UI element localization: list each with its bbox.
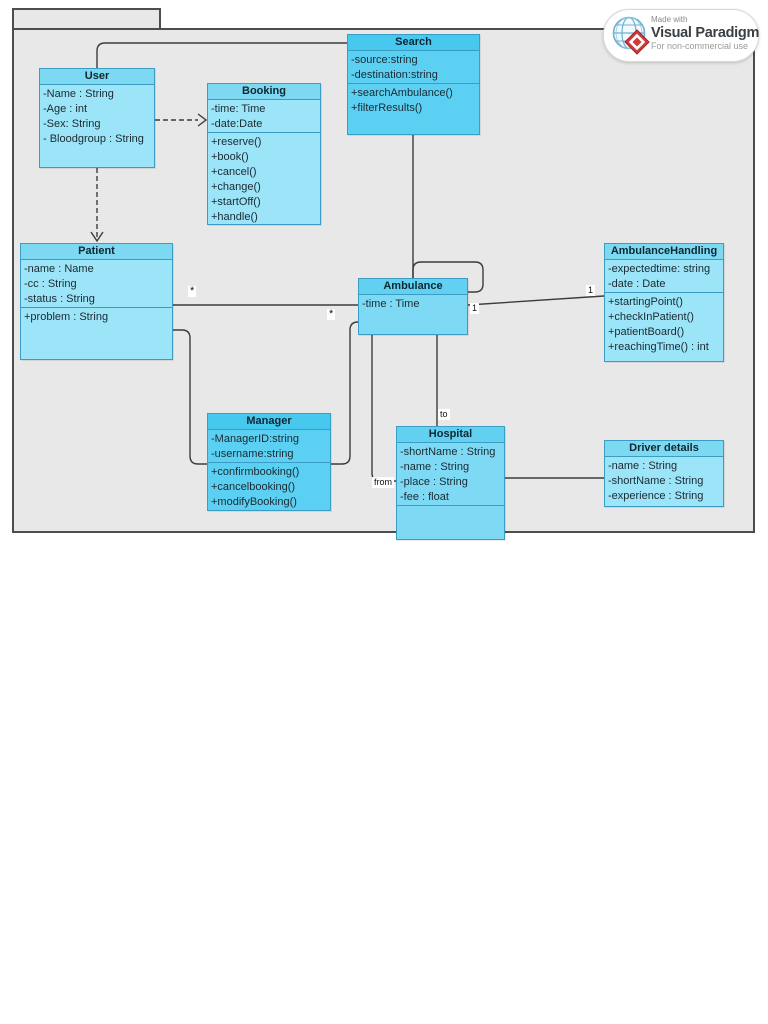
attribute: -cc : String	[24, 278, 77, 290]
badge-brand-text: Visual Paradigm	[651, 25, 760, 41]
attribute: -place : String	[400, 476, 468, 488]
attribute: -name : String	[400, 461, 470, 473]
attribute: -source:string	[351, 54, 418, 66]
attribute: -username:string	[211, 448, 294, 460]
attribute: -date : Date	[608, 278, 666, 290]
class-title: Hospital	[397, 427, 504, 443]
attribute: -time : Time	[362, 298, 420, 310]
attribute: -name : Name	[24, 263, 94, 275]
multiplicity-label-handling-one: 1	[586, 285, 596, 296]
visual-paradigm-badge[interactable]: Made with Visual Paradigm For non-commer…	[603, 9, 759, 62]
operation: +change()	[211, 181, 261, 193]
attribute: -destination:string	[351, 69, 438, 81]
class-title: AmbulanceHandling	[605, 244, 723, 260]
attributes-compartment: -time: Time -date:Date	[208, 100, 320, 133]
class-box-ambulance[interactable]: Ambulance -time : Time	[358, 278, 468, 335]
class-box-booking[interactable]: Booking -time: Time -date:Date +reserve(…	[207, 83, 321, 225]
attribute: -shortName : String	[400, 446, 496, 458]
operation: +modifyBooking()	[211, 496, 297, 508]
class-box-search[interactable]: Search -source:string -destination:strin…	[347, 34, 480, 135]
class-title: Manager	[208, 414, 330, 430]
class-title: Booking	[208, 84, 320, 100]
operations-compartment: +confirmbooking() +cancelbooking() +modi…	[208, 463, 330, 510]
operations-compartment: +searchAmbulance() +filterResults()	[348, 84, 479, 134]
connector-patient-manager[interactable]	[173, 329, 207, 465]
operation: +problem : String	[24, 311, 109, 323]
operations-compartment: +problem : String	[21, 308, 172, 359]
attributes-compartment: -shortName : String -name : String -plac…	[397, 443, 504, 506]
operation: +book()	[211, 151, 249, 163]
class-box-user[interactable]: User -Name : String -Age : int -Sex: Str…	[39, 68, 155, 168]
attribute: -time: Time	[211, 103, 266, 115]
operations-compartment: +reserve() +book() +cancel() +change() +…	[208, 133, 320, 224]
operation: +handle()	[211, 211, 258, 223]
attribute: -fee : float	[400, 491, 449, 503]
attribute: -status : String	[24, 293, 95, 305]
frame-tab	[12, 8, 161, 28]
operations-compartment: +startingPoint() +checkInPatient() +pati…	[605, 293, 723, 361]
connector-ambulance-handling[interactable]	[467, 295, 605, 306]
arrowhead-patient	[90, 231, 104, 243]
connector-manager-ambulance[interactable]	[331, 321, 359, 465]
operation: +cancel()	[211, 166, 257, 178]
badge-made-with-text: Made with	[651, 15, 688, 24]
attribute: -Sex: String	[43, 118, 101, 130]
operation: +reserve()	[211, 136, 262, 148]
attributes-compartment: -Name : String -Age : int -Sex: String -…	[40, 85, 154, 167]
attributes-compartment: -source:string -destination:string	[348, 51, 479, 84]
operation: +searchAmbulance()	[351, 87, 453, 99]
operation: +checkInPatient()	[608, 311, 694, 323]
attributes-compartment: -time : Time	[359, 295, 467, 334]
class-title: Driver details	[605, 441, 723, 457]
operation: +reachingTime() : int	[608, 341, 709, 353]
role-label-from: from	[372, 477, 394, 488]
attribute: -ManagerID:string	[211, 433, 300, 445]
attribute: -date:Date	[211, 118, 263, 130]
attribute: -Age : int	[43, 103, 88, 115]
operation: +filterResults()	[351, 102, 423, 114]
multiplicity-label-ambulance-one: 1	[470, 303, 480, 314]
arrowhead-booking	[197, 113, 208, 127]
attributes-compartment: -expectedtime: string -date : Date	[605, 260, 723, 293]
connector-user-search[interactable]	[96, 42, 347, 68]
attribute: -experience : String	[608, 490, 704, 502]
class-title: Ambulance	[359, 279, 467, 295]
class-title: Search	[348, 35, 479, 51]
badge-subtitle-text: For non-commercial use	[651, 41, 749, 51]
connector-ambulance-self-loop[interactable]	[412, 261, 484, 293]
multiplicity-label-patient-end: *	[188, 285, 197, 297]
attribute: -expectedtime: string	[608, 263, 711, 275]
operation: +confirmbooking()	[211, 466, 300, 478]
attributes-compartment: -ManagerID:string -username:string	[208, 430, 330, 463]
attributes-compartment: -name : Name -cc : String -status : Stri…	[21, 260, 172, 308]
operation: +startOff()	[211, 196, 261, 208]
attribute: -shortName : String	[608, 475, 704, 487]
class-box-driver-details[interactable]: Driver details -name : String -shortName…	[604, 440, 724, 507]
operations-compartment-empty	[397, 506, 504, 539]
class-title: User	[40, 69, 154, 85]
attribute: - Bloodgroup : String	[43, 133, 144, 145]
operation: +cancelbooking()	[211, 481, 296, 493]
class-title: Patient	[21, 244, 172, 260]
class-box-manager[interactable]: Manager -ManagerID:string -username:stri…	[207, 413, 331, 511]
visual-paradigm-logo-icon	[610, 14, 654, 63]
attribute: -name : String	[608, 460, 678, 472]
class-box-patient[interactable]: Patient -name : Name -cc : String -statu…	[20, 243, 173, 360]
class-box-hospital[interactable]: Hospital -shortName : String -name : Str…	[396, 426, 505, 540]
attribute: -Name : String	[43, 88, 114, 100]
multiplicity-label-ambulance-end: *	[327, 308, 336, 320]
class-box-ambulance-handling[interactable]: AmbulanceHandling -expectedtime: string …	[604, 243, 724, 362]
attributes-compartment: -name : String -shortName : String -expe…	[605, 457, 723, 506]
operation: +patientBoard()	[608, 326, 685, 338]
role-label-to: to	[438, 409, 450, 420]
operation: +startingPoint()	[608, 296, 683, 308]
